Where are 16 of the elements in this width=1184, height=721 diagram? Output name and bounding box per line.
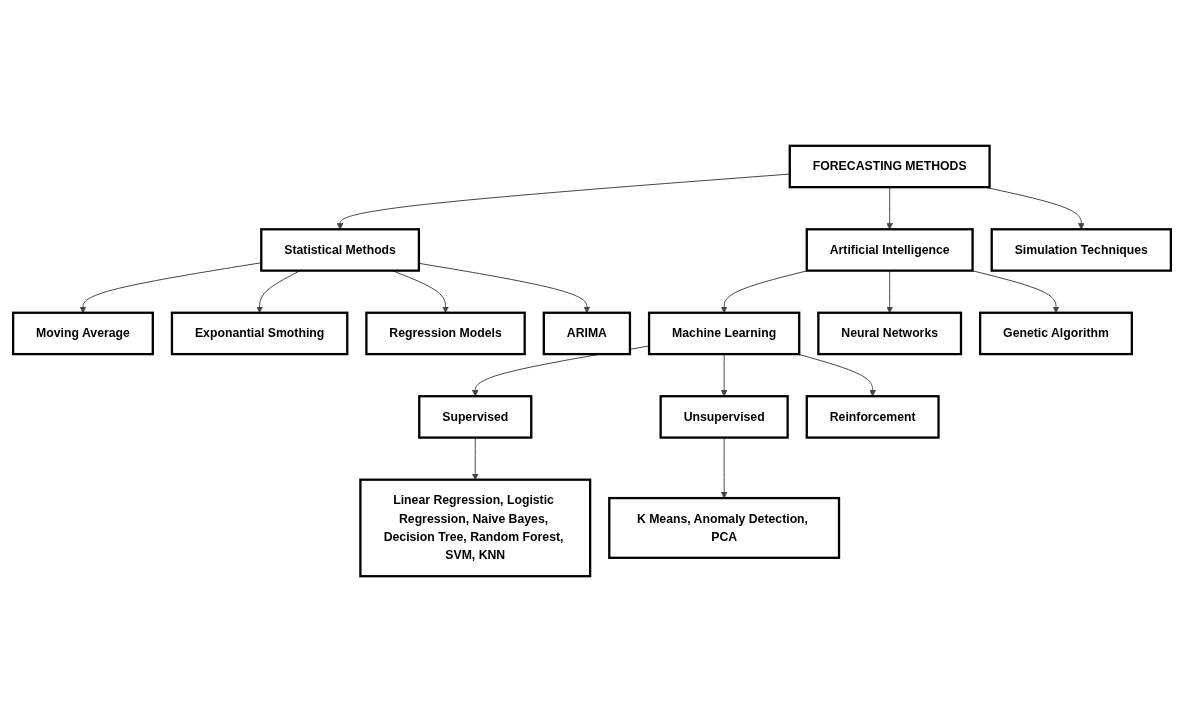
node-box: Moving Average [12,311,154,355]
node-box: Regression Models [365,311,526,355]
node-box: Simulation Techniques [990,227,1172,272]
node-box: K Means, Anomaly Detection, PCA [608,496,841,559]
node-box: Artificial Intelligence [805,227,974,272]
node-box: Genetic Algorithm [979,311,1133,355]
node-box: Supervised [418,394,533,439]
node-box: ARIMA [542,311,632,355]
node-box: Unsupervised [659,394,789,439]
node-box: Linear Regression, Logistic Regression, Naive Bayes, Decision Tree, Random Forest, SVM, KNN [359,478,592,577]
node-box: FORECASTING METHODS [788,144,991,188]
node-box: Machine Learning [647,311,801,355]
node-box: Reinforcement [805,394,940,439]
node-box: Neural Networks [817,311,963,355]
node-box: Statistical Methods [260,227,421,272]
node-box: Exponantial Smothing [170,311,349,355]
